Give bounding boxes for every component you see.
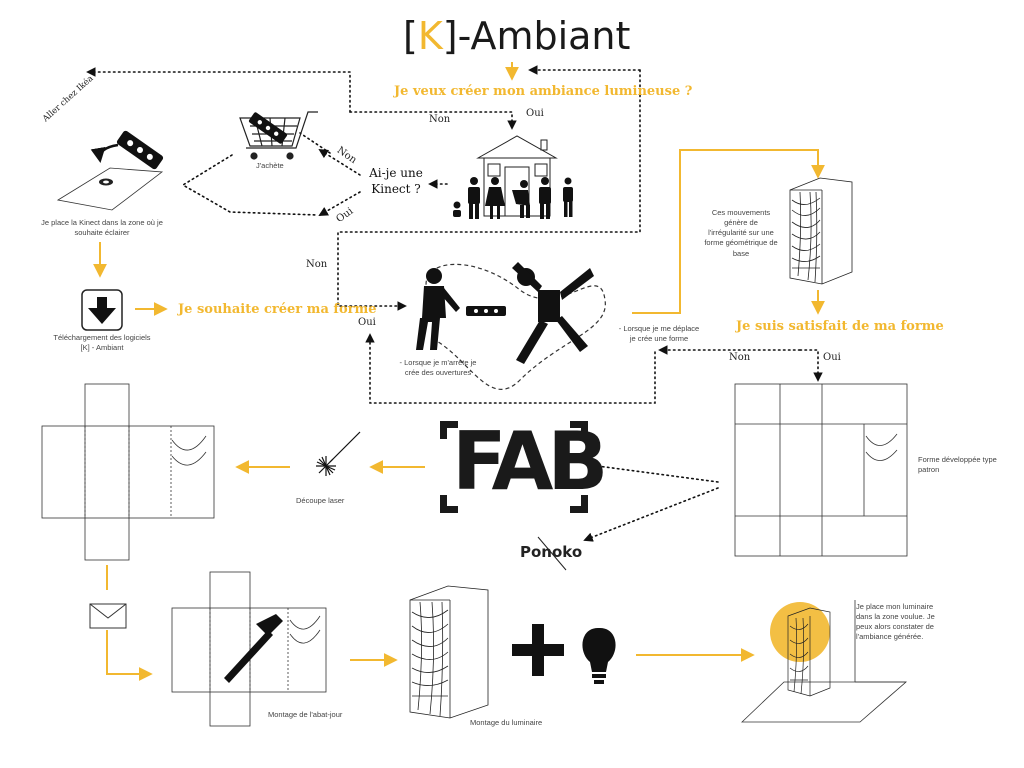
dotted-to-ikea [86, 67, 351, 113]
caption-move: - Lorsque je me déplace je crée une form… [618, 324, 700, 344]
question-kinect: Ai-je une Kinect ? [369, 166, 423, 196]
developed-pattern-illustration [734, 383, 908, 557]
generated-shape-illustration [789, 177, 853, 285]
kinect-icon [116, 130, 164, 170]
plus-icon [512, 624, 564, 676]
question-create-ambiance: Je veux créer mon ambiance lumineuse ? [394, 84, 693, 99]
house-family-icon [476, 135, 558, 217]
title-bracket-open: [ [403, 14, 418, 58]
kinect-placement-illustration [56, 130, 164, 211]
caption-place-lamp: Je place mon luminaire dans la zone voul… [856, 602, 935, 642]
laser-icon [316, 431, 361, 476]
title-bracket-close: ] [442, 14, 458, 58]
download-icon [81, 289, 123, 331]
answer-oui-right: Oui [823, 352, 841, 363]
cut-pattern-illustration [41, 383, 215, 561]
answer-non-top: Non [429, 114, 451, 125]
caption-laser: Découpe laser [296, 496, 345, 505]
luminaire-illustration [409, 585, 489, 719]
dotted-to-shape-loop [337, 69, 641, 311]
envelope-icon [89, 603, 127, 629]
caption-download: Téléchargement des logiciels [K] - Ambia… [53, 333, 151, 353]
answer-oui-top: Oui [526, 108, 544, 119]
family-silhouettes [453, 177, 573, 219]
jumping-person-icon [512, 262, 594, 364]
dotted-pattern-to-ponoko [583, 487, 719, 542]
question-satisfied: Je suis satisfait de ma forme [736, 319, 944, 334]
caption-developed: Forme développée type patron [918, 455, 997, 475]
caption-place-kinect: Je place la Kinect dans la zone où je so… [41, 218, 163, 238]
dotted-flow-arrows [86, 65, 823, 542]
fab-logo [440, 421, 588, 513]
title-rest: -Ambiant [457, 14, 631, 58]
movement-illustration [416, 262, 606, 390]
assembly-pattern-illustration [171, 571, 327, 727]
arrow-envelope-to-assembly [106, 630, 153, 681]
kinect-sensor-icon [466, 306, 506, 316]
dotted-pattern-to-fab [588, 461, 719, 483]
arrow-movement-to-shape [632, 149, 825, 314]
bulb-icon [582, 628, 616, 684]
placed-lamp-illustration [741, 600, 908, 723]
caption-luminaire: Montage du luminaire [470, 718, 543, 727]
fab-logo-text: FAB [452, 415, 608, 508]
ponoko-logo: Ponoko [520, 543, 583, 561]
caption-stop: - Lorsque je m'arrête je crée des ouvert… [399, 358, 477, 378]
yellow-flow-arrows [93, 62, 825, 681]
caption-lampshade: Montage de l'abat-jour [268, 710, 343, 719]
caption-movements: Ces mouvements génère de l'irrégularité … [704, 208, 778, 258]
caption-buy: J'achète [256, 161, 284, 170]
cart-icon [239, 111, 318, 160]
dotted-to-house [349, 111, 517, 130]
ponoko-strike [537, 536, 567, 571]
answer-non-right: Non [729, 352, 751, 363]
title-k: K [417, 14, 443, 58]
dotted-satisfied-yes [799, 349, 823, 382]
walking-person-icon [416, 268, 460, 350]
page-title: [K]-Ambiant [403, 14, 630, 58]
question-create-shape: Je souhaite créer ma forme [178, 302, 377, 317]
hammer-icon [224, 614, 283, 683]
answer-oui-left: Oui [358, 317, 376, 328]
answer-non-left: Non [306, 259, 328, 270]
dotted-satisfied-no-loop [365, 333, 656, 404]
dotted-kinect-to-cart [318, 148, 361, 176]
